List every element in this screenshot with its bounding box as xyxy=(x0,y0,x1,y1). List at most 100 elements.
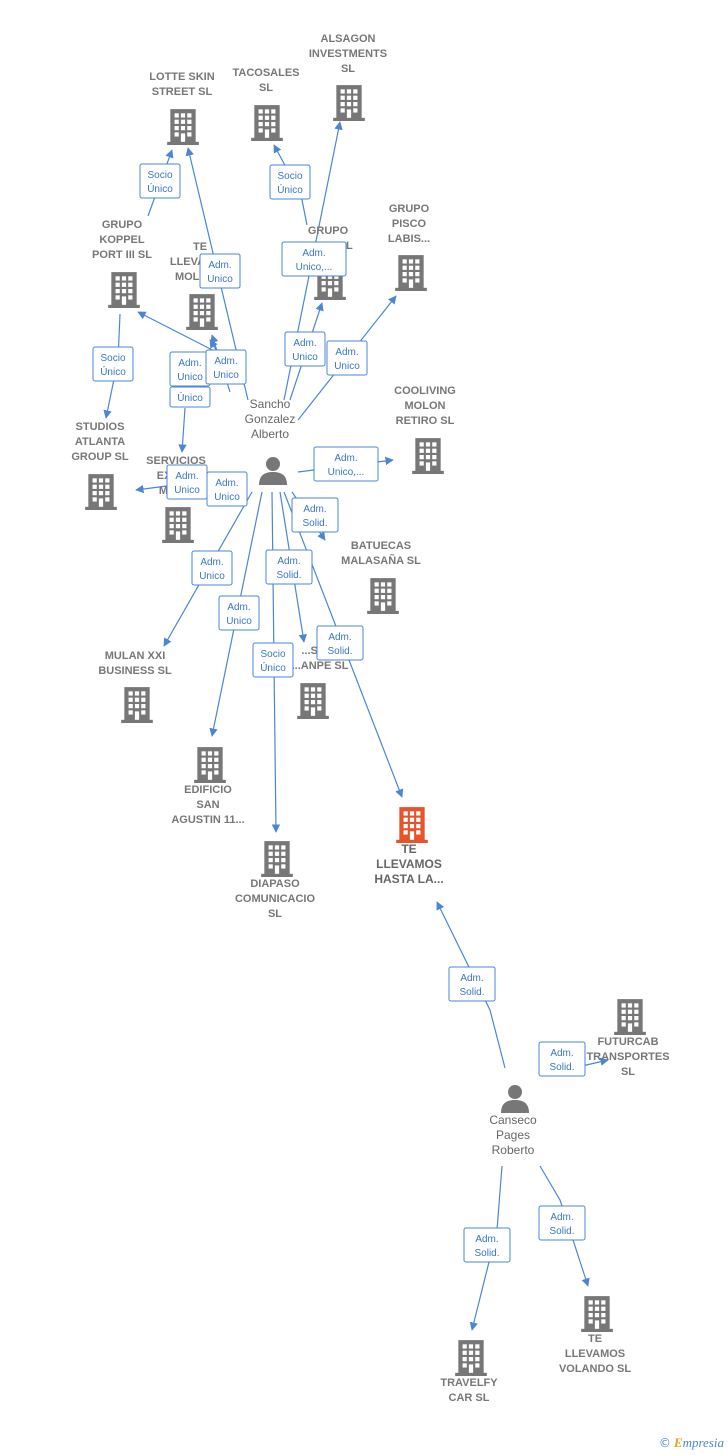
relation-badge-box[interactable] xyxy=(252,642,294,678)
building-icon[interactable] xyxy=(455,1340,487,1376)
node-label: KOPPEL xyxy=(99,234,145,246)
relation-badge-box[interactable] xyxy=(139,163,181,199)
building-icon[interactable] xyxy=(167,109,199,145)
building-icon[interactable] xyxy=(614,999,646,1035)
relation-badge-text: Adm. xyxy=(277,556,300,567)
relation-badge-text: Adm. xyxy=(214,356,237,367)
relation-badge[interactable]: Adm.Solid. xyxy=(291,497,339,533)
relation-badge-box[interactable] xyxy=(538,1041,586,1077)
relation-badge[interactable]: Adm.Solid. xyxy=(448,966,496,1002)
relation-badge-text: Único xyxy=(277,183,303,196)
building-icon[interactable] xyxy=(85,474,117,510)
building-icon[interactable] xyxy=(395,255,427,291)
building-icon[interactable] xyxy=(261,841,293,877)
building-icon[interactable] xyxy=(297,683,329,719)
relation-badge-text: Unico xyxy=(199,571,225,582)
relation-badge[interactable]: Adm.Solid. xyxy=(265,549,313,585)
building-icon[interactable] xyxy=(333,85,365,121)
person-icon[interactable] xyxy=(501,1085,529,1113)
node-pisco[interactable]: GRUPOPISCOLABIS... xyxy=(388,203,430,291)
relation-badge-text: Solid. xyxy=(327,646,352,657)
relation-badge-box[interactable] xyxy=(326,340,368,376)
relation-badge-box[interactable] xyxy=(316,625,364,661)
building-icon[interactable] xyxy=(251,105,283,141)
node-label: Roberto xyxy=(492,1143,535,1157)
relation-badge-box[interactable] xyxy=(269,164,311,200)
building-icon[interactable] xyxy=(194,747,226,783)
relation-badge[interactable]: Adm.Unico xyxy=(218,595,260,631)
relation-badge-box[interactable] xyxy=(448,966,496,1002)
relation-badge[interactable]: Adm.Unico xyxy=(166,464,208,500)
node-label: GRUPO xyxy=(308,225,349,237)
relation-badge-box[interactable] xyxy=(265,549,313,585)
relation-badge-box[interactable] xyxy=(218,595,260,631)
relation-badge[interactable]: Adm.Solid. xyxy=(316,625,364,661)
building-icon[interactable] xyxy=(186,294,218,330)
relation-badge-box[interactable] xyxy=(313,446,379,482)
relation-badge[interactable]: Adm.Unico xyxy=(326,340,368,376)
relation-badge[interactable]: Adm.Solid. xyxy=(538,1041,586,1077)
relation-badge[interactable]: Adm.Unico xyxy=(206,471,248,507)
building-icon[interactable] xyxy=(121,687,153,723)
building-icon[interactable] xyxy=(367,578,399,614)
relation-badge-box[interactable] xyxy=(281,241,347,277)
person-icon[interactable] xyxy=(259,457,287,485)
relation-badge[interactable]: Adm.Unico xyxy=(199,253,241,289)
building-icon[interactable] xyxy=(108,272,140,308)
relation-badge-box[interactable] xyxy=(191,550,233,586)
relation-badge-box[interactable] xyxy=(205,349,247,385)
relation-badge[interactable]: Adm.Unico xyxy=(284,331,326,367)
relation-badge-box[interactable] xyxy=(291,497,339,533)
relation-badge-box[interactable] xyxy=(199,253,241,289)
relation-badge[interactable]: Adm.Unico xyxy=(191,550,233,586)
relation-badge-text: Adm. xyxy=(460,973,483,984)
relation-badge[interactable]: Adm.Unico xyxy=(169,351,211,387)
building-icon[interactable] xyxy=(396,807,428,843)
relation-badge-text: Solid. xyxy=(474,1248,499,1259)
relation-badge-box[interactable] xyxy=(206,471,248,507)
relation-badge[interactable]: Adm.Unico xyxy=(205,349,247,385)
relation-badge-text: Adm. xyxy=(334,453,357,464)
relation-badge-text: Adm. xyxy=(227,602,250,613)
relation-badge[interactable]: Adm.Solid. xyxy=(463,1227,511,1263)
node-label: TACOSALES xyxy=(232,67,299,79)
relation-badge[interactable]: Adm.Unico,... xyxy=(281,241,347,277)
relation-badge[interactable]: Adm.Solid. xyxy=(538,1205,586,1241)
relation-badge[interactable]: Adm.Unico,... xyxy=(313,446,379,482)
building-icon[interactable] xyxy=(412,438,444,474)
footer-brand[interactable]: ©Empresia xyxy=(659,1435,724,1451)
relation-badge-text: Solid. xyxy=(302,518,327,529)
relation-badge-box[interactable] xyxy=(538,1205,586,1241)
relation-badge-box[interactable] xyxy=(284,331,326,367)
building-icon[interactable] xyxy=(162,507,194,543)
node-label: LLEVAMOS xyxy=(376,857,442,871)
relation-badge[interactable]: Único xyxy=(169,386,211,408)
building-icon[interactable] xyxy=(581,1296,613,1332)
relation-badge-text: Unico xyxy=(207,274,233,285)
relation-badge-box[interactable] xyxy=(463,1227,511,1263)
relation-badge-box[interactable] xyxy=(92,346,134,382)
relation-badge-box[interactable] xyxy=(169,386,211,408)
node-label: PORT III SL xyxy=(92,249,152,261)
